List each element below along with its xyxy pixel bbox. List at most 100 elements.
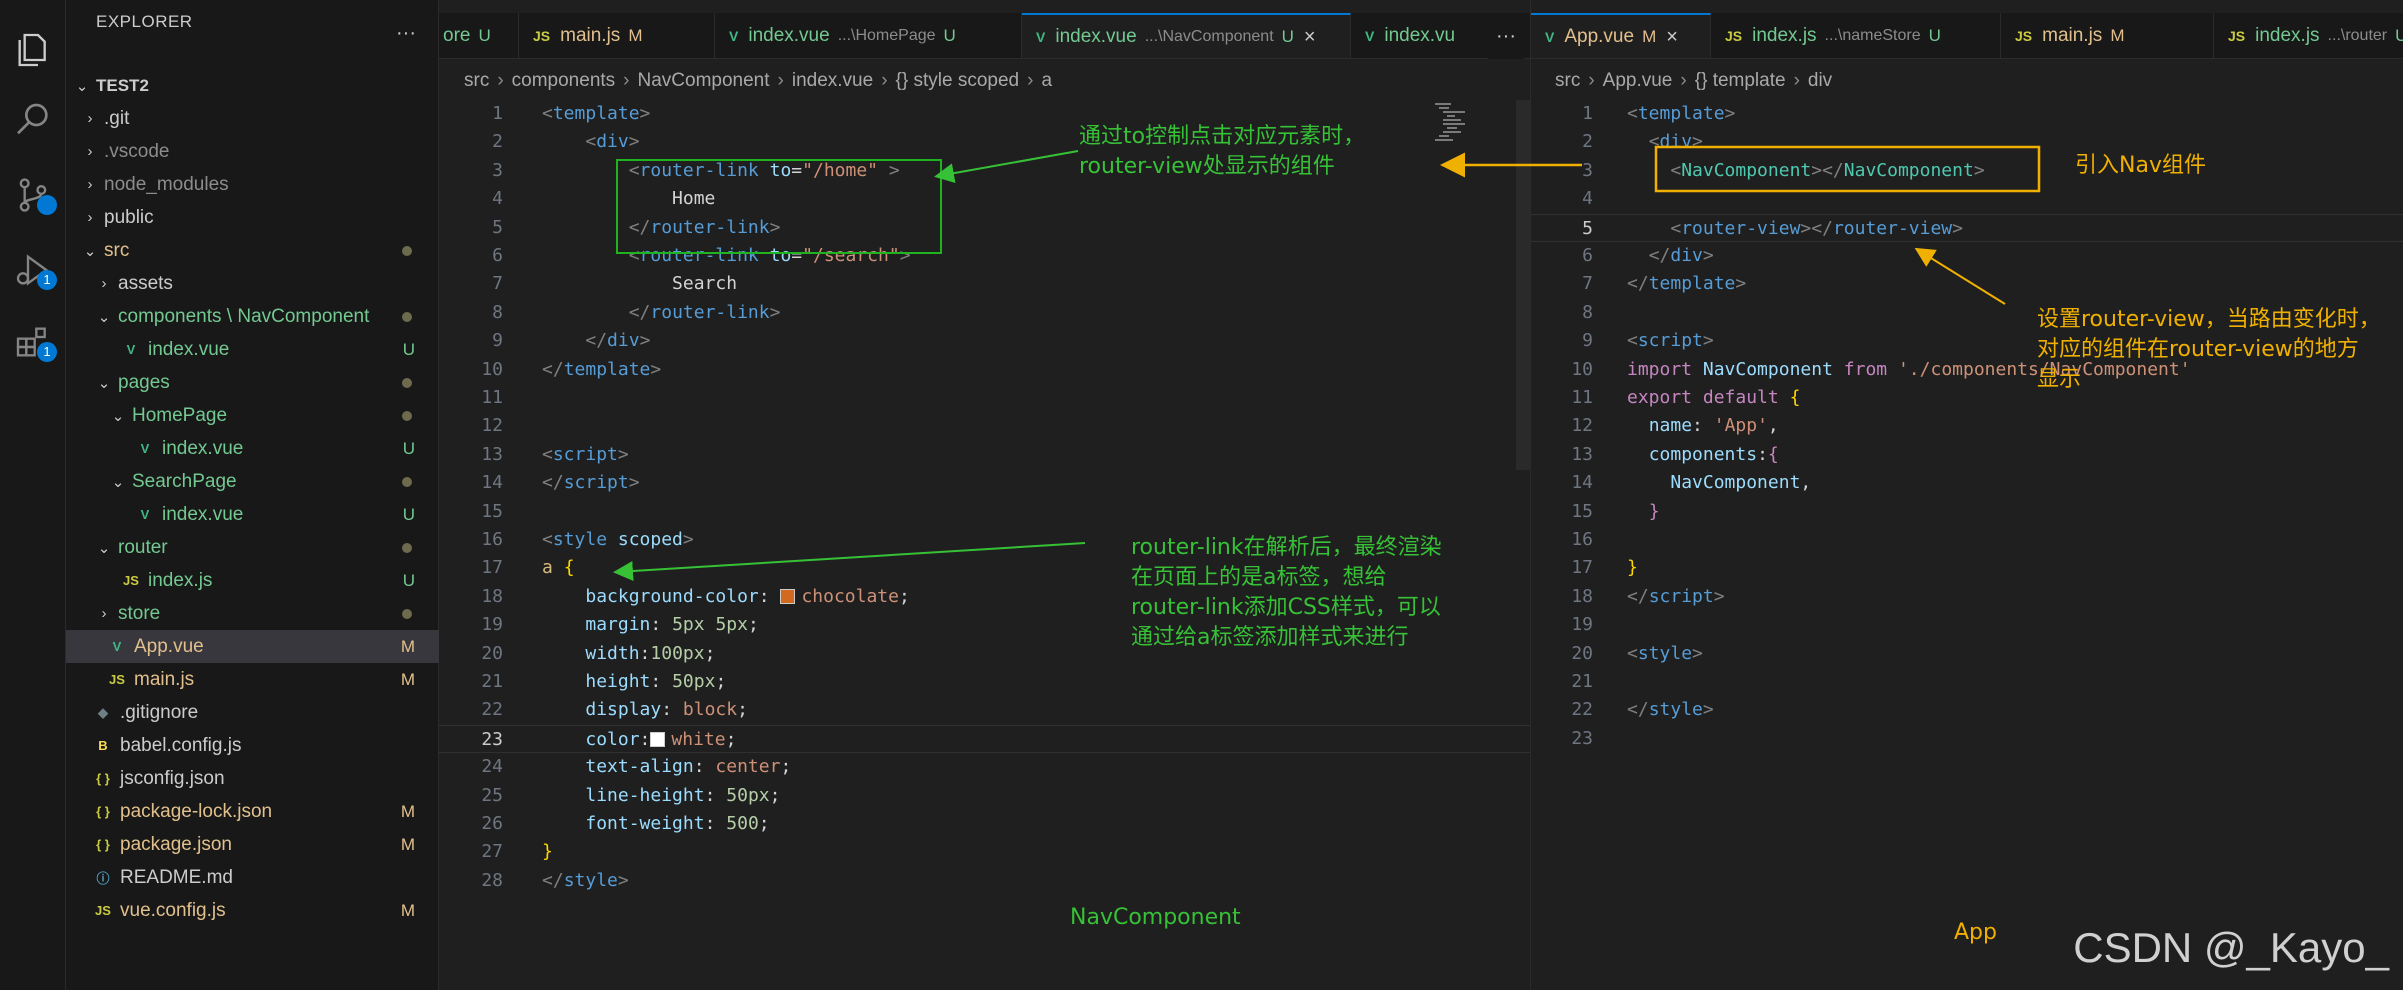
tree-item[interactable]: ›.git [66, 102, 439, 135]
code-token: './components/NavComponent' [1897, 358, 2191, 380]
code-token: Home [542, 188, 716, 210]
code-token [542, 643, 585, 664]
code-token: template [552, 103, 640, 124]
breadcrumb-item[interactable]: src [1555, 70, 1581, 91]
code-line: 7 Search [439, 270, 1530, 298]
code-token: > [1973, 159, 1985, 181]
breadcrumb-item[interactable]: index.vue [791, 70, 874, 91]
code-line: 12 [439, 412, 1530, 440]
code-token: color [585, 728, 640, 750]
color-swatch-icon[interactable] [780, 588, 796, 604]
code-token: ></ [1811, 159, 1844, 181]
code-line: 12 name: 'App', [1531, 412, 2403, 440]
tree-item-label: package.json [120, 833, 232, 855]
scrollbar-left[interactable] [1512, 100, 1530, 990]
tree-item[interactable]: ›assets [66, 267, 439, 300]
explorer-icon[interactable] [13, 30, 53, 70]
code-token: router-view [1832, 217, 1953, 239]
code-token: > [1952, 217, 1963, 239]
tree-item[interactable]: ⌄HomePage [66, 399, 439, 432]
project-root[interactable]: ⌄ TEST2 [66, 69, 439, 102]
code-token: ; [747, 614, 759, 636]
tree-item-label: index.vue [162, 503, 244, 525]
code-token: text-align [585, 756, 694, 778]
annotation-router-view: 设置router-view，当路由变化时，对应的组件在router-view的地… [2037, 307, 2381, 392]
breadcrumb-item[interactable]: {} style scoped [895, 70, 1020, 91]
color-swatch-icon[interactable] [650, 731, 666, 747]
tree-item[interactable]: ›node_modules [66, 168, 439, 201]
git-status-dot [402, 476, 412, 487]
breadcrumb-item[interactable]: src [464, 70, 490, 91]
extensions-icon[interactable]: 1 [13, 322, 57, 362]
run-debug-icon[interactable]: 1 [13, 250, 57, 290]
line-number: 16 [1571, 529, 1593, 550]
tree-item[interactable]: { }jsconfig.json [66, 762, 439, 795]
tree-item[interactable]: ⌄components \ NavComponent [66, 300, 439, 333]
search-icon[interactable] [13, 100, 53, 140]
tree-item[interactable]: ⌄src [66, 234, 439, 267]
breadcrumb-item[interactable]: a [1041, 70, 1053, 91]
code-token: to [769, 159, 792, 181]
breadcrumb-item[interactable]: NavComponent [637, 70, 770, 91]
breadcrumb-item[interactable]: div [1807, 70, 1833, 91]
code-token [542, 729, 585, 750]
code-token: "/search" [802, 245, 900, 266]
breadcrumb-item[interactable]: components [511, 70, 616, 91]
chevron-right-icon: › [87, 209, 93, 226]
tree-item[interactable]: ›store [66, 597, 439, 630]
close-icon[interactable]: × [1666, 25, 1678, 48]
code-token: > [1702, 699, 1714, 721]
tree-item[interactable]: ⌄router [66, 531, 439, 564]
breadcrumb-item[interactable]: {} template [1694, 70, 1786, 91]
explorer-more-button[interactable]: ··· [396, 22, 416, 44]
tree-item[interactable]: ◆.gitignore [66, 696, 439, 729]
minimap-left[interactable] [1431, 100, 1471, 160]
code-token: font-weight [585, 813, 705, 834]
tab-more-button[interactable]: ··· [1488, 13, 1524, 59]
tab-label: index.vue [748, 25, 830, 46]
code-line: 14</script> [439, 469, 1530, 497]
tab-label: index.vue [1055, 26, 1137, 47]
code-token [542, 785, 585, 806]
vue-file-icon: V [140, 441, 150, 456]
breadcrumb-item[interactable]: App.vue [1602, 70, 1673, 91]
tree-item[interactable]: ⌄pages [66, 366, 439, 399]
code-token: script [1637, 330, 1703, 352]
line-number: 15 [481, 500, 503, 522]
line-number: 15 [1571, 500, 1593, 522]
tree-item[interactable]: ›public [66, 201, 439, 234]
source-control-icon[interactable] [13, 175, 57, 215]
close-icon[interactable]: × [1303, 25, 1316, 48]
tree-item[interactable]: ⌄SearchPage [66, 465, 439, 498]
line-number: 6 [492, 245, 503, 266]
code-line: 16 [1531, 526, 2403, 554]
code-line: 20 width:100px; [439, 640, 1530, 668]
code-token [542, 756, 585, 777]
vue-file-icon: V [1036, 29, 1046, 45]
tree-item[interactable]: ›.vscode [66, 135, 439, 168]
code-token: div [607, 330, 640, 352]
line-number: 8 [492, 301, 503, 323]
